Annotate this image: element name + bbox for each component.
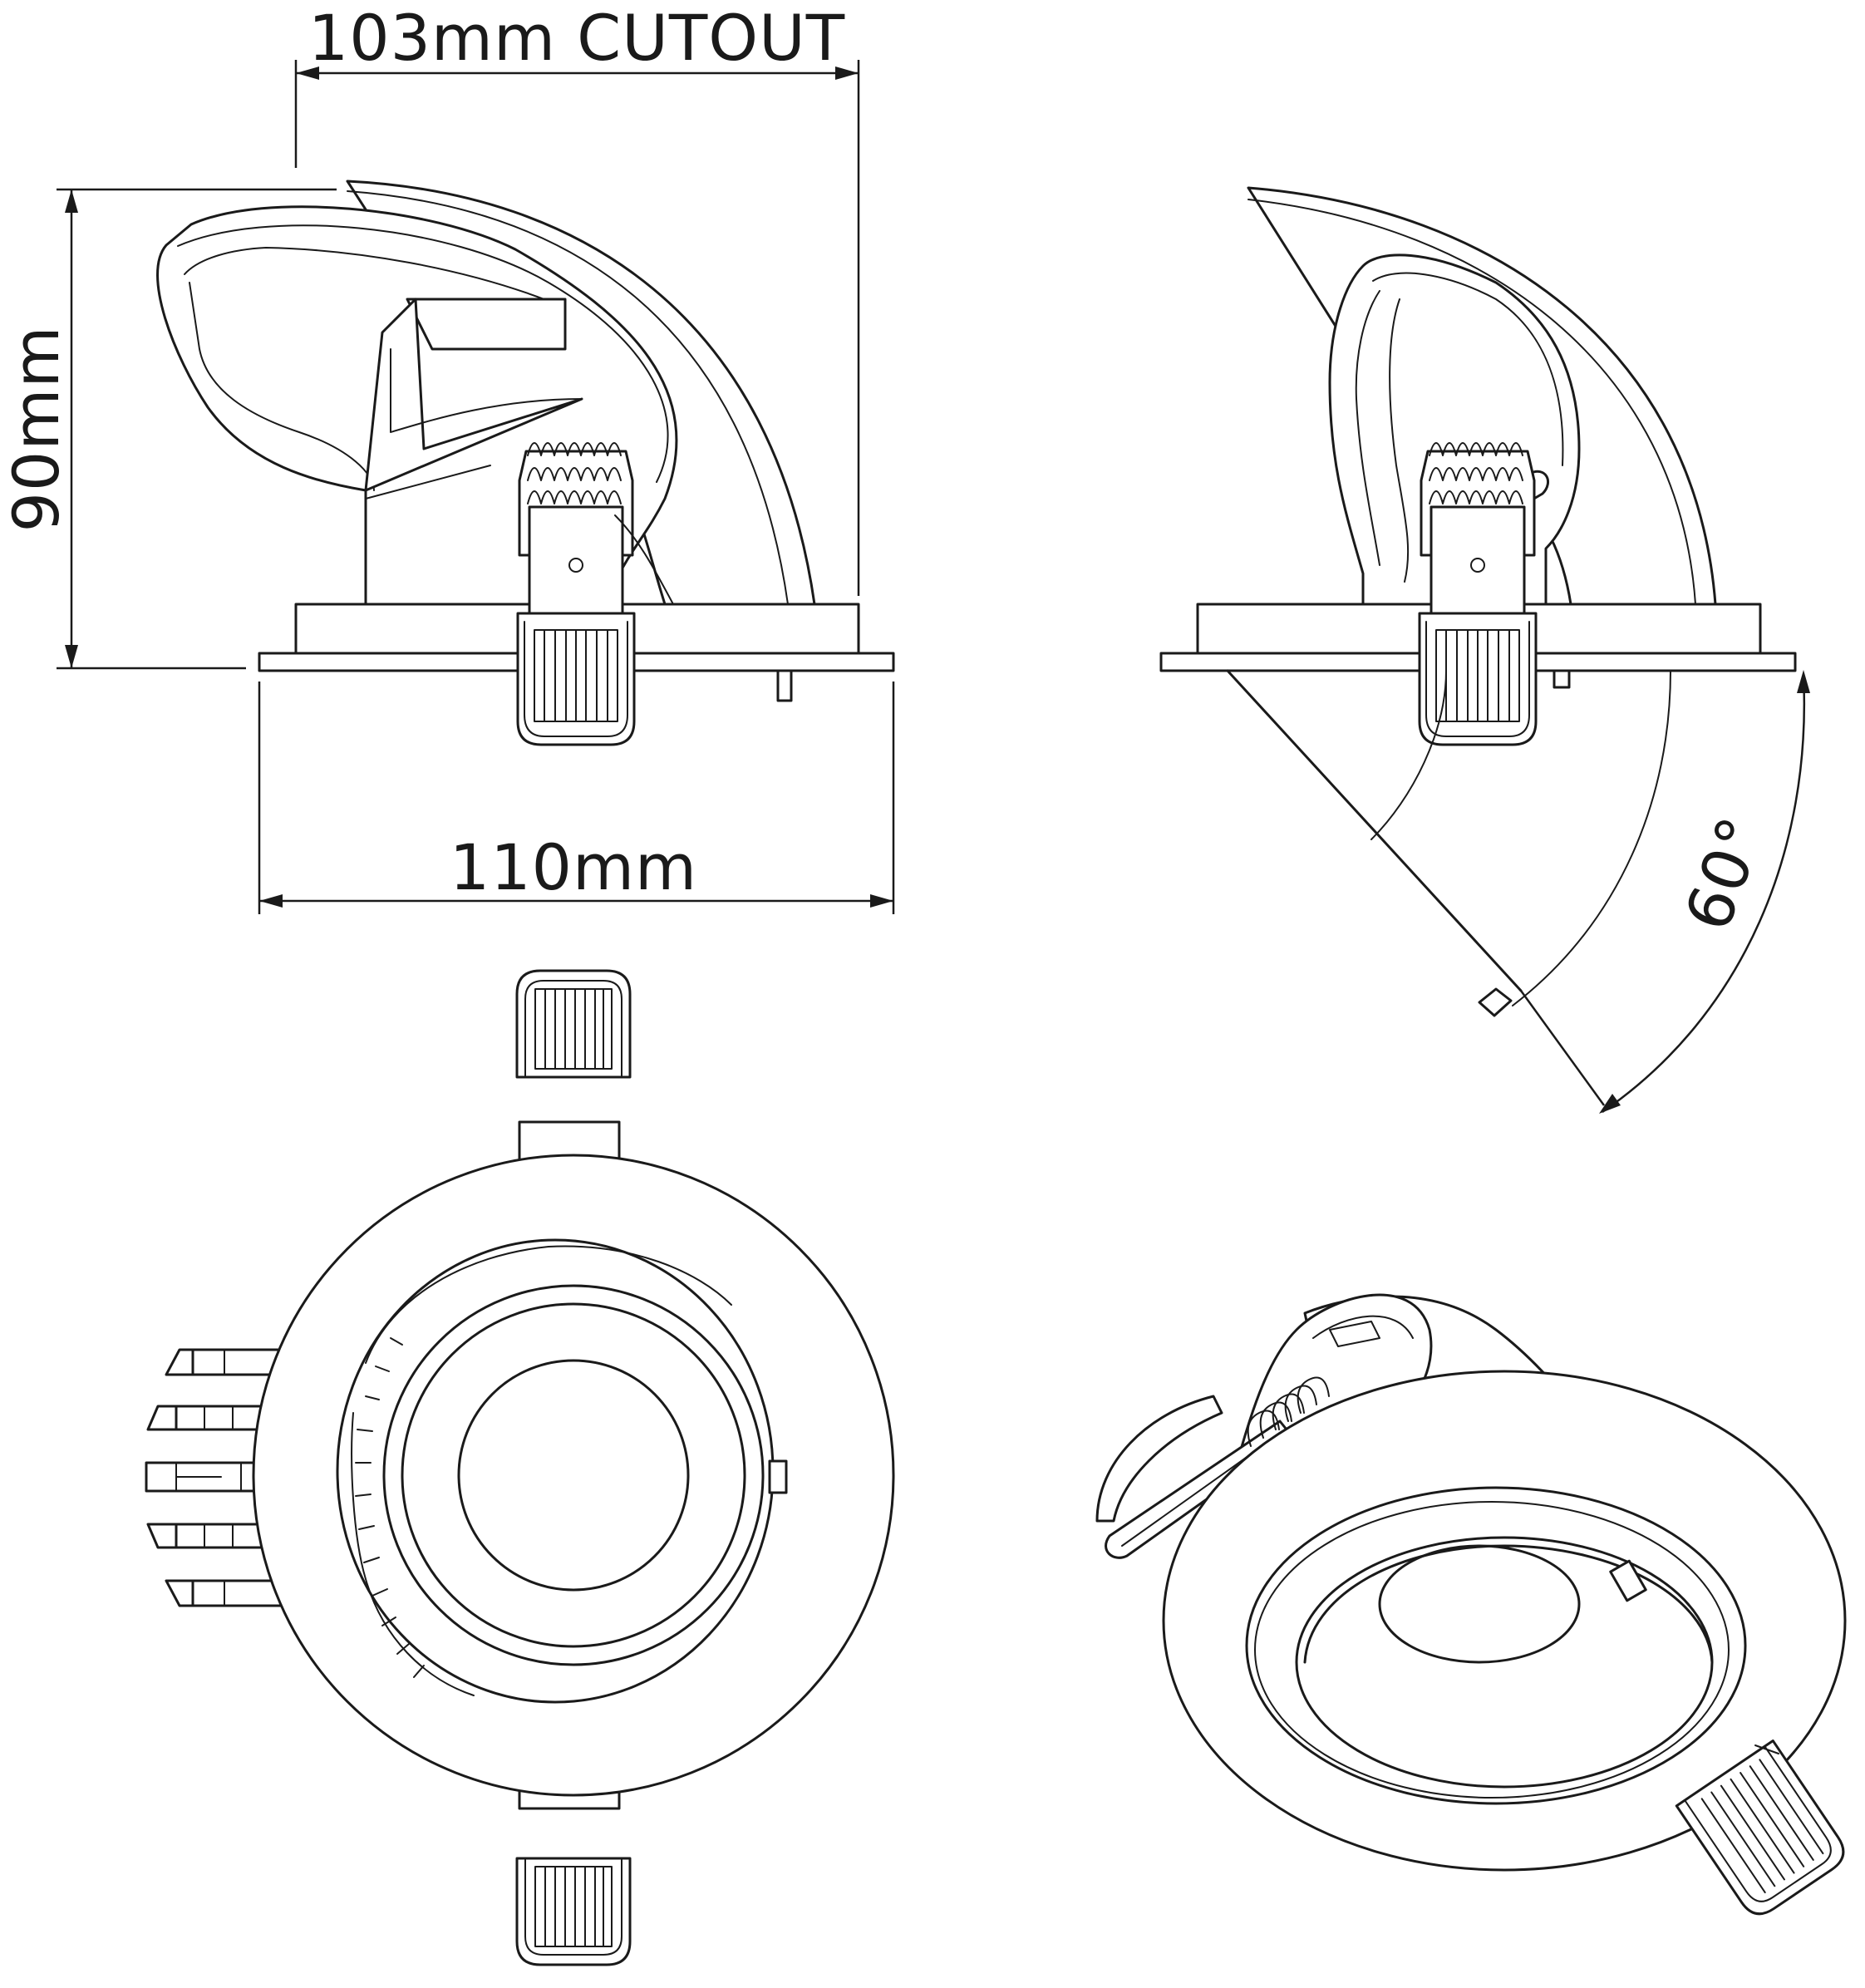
- tilt-angle-label: 60°: [1671, 807, 1779, 940]
- height-dimension: 90mm: [0, 188, 337, 670]
- cutout-dimension: 103mm CUTOUT: [294, 1, 860, 596]
- height-dimension-label: 90mm: [0, 326, 73, 533]
- width-dimension: 110mm: [258, 682, 895, 914]
- cutout-dimension-label: 103mm CUTOUT: [308, 1, 845, 75]
- tilt-side-view: 60°: [1159, 186, 1810, 1114]
- top-view: [145, 969, 895, 1966]
- isometric-view: [1095, 1293, 1847, 1916]
- width-dimension-label: 110mm: [450, 830, 697, 904]
- side-elevation-view: [156, 180, 895, 746]
